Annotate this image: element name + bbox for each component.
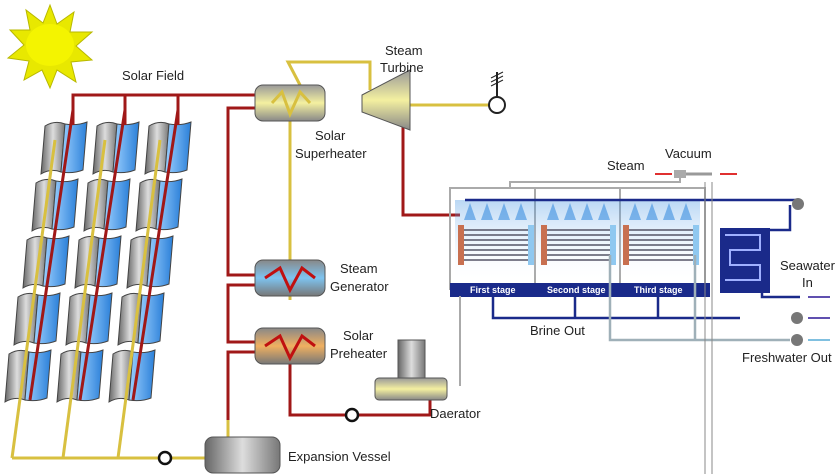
parabolic-trough-panel — [74, 235, 122, 289]
label-solar-field: Solar Field — [122, 68, 184, 83]
label-preheater: Solar — [343, 328, 374, 343]
label-brine-out: Brine Out — [530, 323, 585, 338]
label-daerator: Daerator — [430, 406, 481, 421]
generator-icon — [488, 71, 506, 114]
label-superheater: Solar — [315, 128, 346, 143]
daerator — [374, 339, 448, 401]
parabolic-trough-panel — [13, 292, 61, 346]
label-steam-turbine-2: Turbine — [380, 60, 424, 75]
stage-label: First stage — [470, 285, 516, 295]
expansion-vessel — [204, 436, 281, 474]
label-steam-generator-2: Generator — [330, 279, 389, 294]
label-preheater-2: Preheater — [330, 346, 388, 361]
label-steam-generator: Steam — [340, 261, 378, 276]
label-steam: Steam — [607, 158, 645, 173]
solar-field-collectors — [4, 121, 192, 403]
label-seawater-in-2: In — [802, 275, 813, 290]
label-superheater-2: Superheater — [295, 146, 367, 161]
stage-tube-bundle — [541, 203, 616, 265]
stage-label: Third stage — [634, 285, 683, 295]
label-vacuum: Vacuum — [665, 146, 712, 161]
label-steam-turbine: Steam — [385, 43, 423, 58]
steam-turbine — [361, 69, 411, 131]
msf-desalination-unit — [449, 170, 830, 474]
steam-line — [10, 60, 497, 460]
parabolic-trough-panel — [83, 178, 131, 232]
vacuum-ejector — [674, 170, 686, 178]
pump-icon — [791, 334, 803, 346]
parabolic-trough-panel — [4, 349, 52, 403]
solar-superheater — [254, 84, 326, 122]
stage-tube-bundle — [458, 203, 534, 265]
parabolic-trough-panel — [117, 292, 165, 346]
hot-oil-loop — [28, 93, 460, 440]
stage-tube-bundle — [623, 203, 699, 265]
stage-label: Second stage — [547, 285, 606, 295]
pump-icon — [157, 450, 173, 466]
pump-icon — [791, 312, 803, 324]
parabolic-trough-panel — [22, 235, 70, 289]
parabolic-trough-panel — [126, 235, 174, 289]
label-expansion-vessel: Expansion Vessel — [288, 449, 391, 464]
sun-icon — [6, 3, 94, 90]
pump-icon — [792, 198, 804, 210]
solar-preheater — [254, 327, 326, 365]
label-seawater-in: Seawater — [780, 258, 836, 273]
label-freshwater-out: Freshwater Out — [742, 350, 832, 365]
steam-generator — [254, 259, 326, 297]
pump-icon — [344, 407, 360, 423]
